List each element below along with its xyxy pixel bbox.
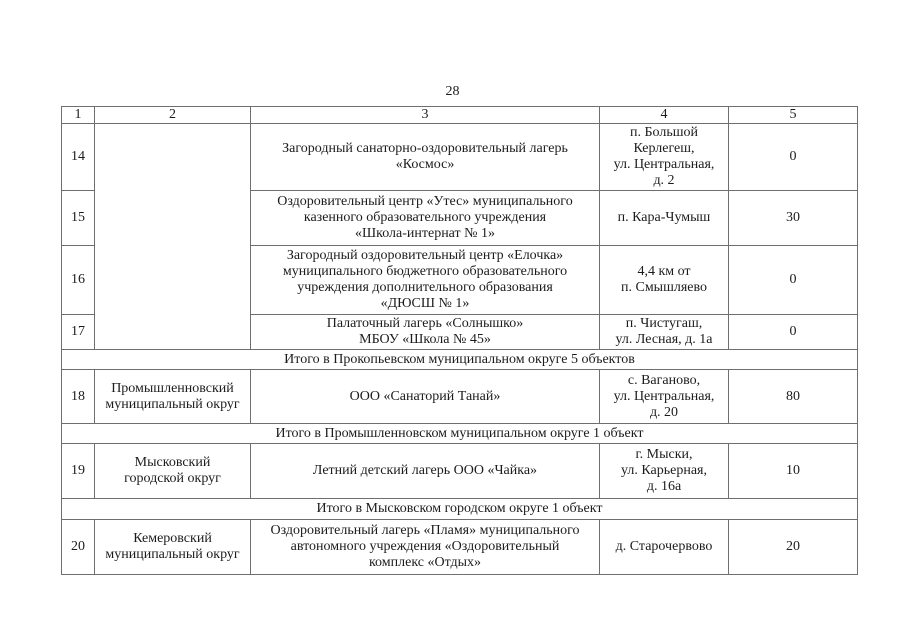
- address-cell: с. Ваганово, ул. Центральная, д. 20: [599, 369, 729, 424]
- summary-cell: Итого в Мысковском городском округе 1 об…: [61, 498, 858, 520]
- row-number-cell: 18: [61, 369, 95, 424]
- page-number: 28: [445, 84, 460, 99]
- column-header-2: 2: [94, 106, 251, 124]
- address-cell: г. Мыски, ул. Карьерная, д. 16а: [599, 443, 729, 499]
- row-number-cell: 16: [61, 245, 95, 315]
- municipality-cell: Мысковский городской округ: [94, 443, 251, 499]
- row-number-cell: 19: [61, 443, 95, 499]
- address-cell: 4,4 км от п. Смышляево: [599, 245, 729, 315]
- table-row-18: 18 Промышленновский муниципальный округ …: [61, 369, 858, 424]
- table-row-19: 19 Мысковский городской округ Летний дет…: [61, 443, 858, 499]
- summary-row-promyshlennovsk: Итого в Промышленновском муниципальном о…: [61, 423, 858, 444]
- table-row-17: 17 Палаточный лагерь «Солнышко» МБОУ «Шк…: [61, 314, 858, 350]
- row-number-cell: 14: [61, 123, 95, 191]
- camps-table: 1 2 3 4 5 14 Загородный санаторно-оздоро…: [61, 106, 858, 575]
- capacity-cell: 10: [728, 443, 858, 499]
- facility-name-cell: ООО «Санаторий Танай»: [250, 369, 600, 424]
- capacity-cell: 0: [728, 123, 858, 191]
- table-row-15: 15 Оздоровительный центр «Утес» муниципа…: [61, 190, 858, 246]
- column-header-3: 3: [250, 106, 600, 124]
- address-cell: п. Большой Керлегеш, ул. Центральная, д.…: [599, 123, 729, 191]
- table-row-20: 20 Кемеровский муниципальный округ Оздор…: [61, 519, 858, 575]
- municipality-cell: [94, 123, 251, 350]
- header-row: 1 2 3 4 5: [61, 106, 858, 124]
- capacity-cell: 30: [728, 190, 858, 246]
- table-row-14: 14 Загородный санаторно-оздоровительный …: [61, 123, 858, 350]
- row-number-cell: 15: [61, 190, 95, 246]
- municipality-cell: Промышленновский муниципальный округ: [94, 369, 251, 424]
- summary-cell: Итого в Промышленновском муниципальном о…: [61, 423, 858, 444]
- capacity-cell: 20: [728, 519, 858, 575]
- facility-name-cell: Палаточный лагерь «Солнышко» МБОУ «Школа…: [250, 314, 600, 350]
- column-header-5: 5: [728, 106, 858, 124]
- summary-cell: Итого в Прокопьевском муниципальном окру…: [61, 349, 858, 370]
- facility-name-cell: Оздоровительный лагерь «Пламя» муниципал…: [250, 519, 600, 575]
- column-header-4: 4: [599, 106, 729, 124]
- row-number-cell: 17: [61, 314, 95, 350]
- summary-row-myski: Итого в Мысковском городском округе 1 об…: [61, 498, 858, 520]
- row-number-cell: 20: [61, 519, 95, 575]
- municipality-cell: Кемеровский муниципальный округ: [94, 519, 251, 575]
- facility-name-cell: Летний детский лагерь ООО «Чайка»: [250, 443, 600, 499]
- capacity-cell: 80: [728, 369, 858, 424]
- facility-name-cell: Загородный оздоровительный центр «Елочка…: [250, 245, 600, 315]
- facility-name-cell: Оздоровительный центр «Утес» муниципальн…: [250, 190, 600, 246]
- column-header-1: 1: [61, 106, 95, 124]
- capacity-cell: 0: [728, 245, 858, 315]
- address-cell: п. Кара-Чумыш: [599, 190, 729, 246]
- address-cell: п. Чистугаш, ул. Лесная, д. 1а: [599, 314, 729, 350]
- address-cell: д. Старочервово: [599, 519, 729, 575]
- summary-row-prokopyevsk: Итого в Прокопьевском муниципальном окру…: [61, 349, 858, 370]
- capacity-cell: 0: [728, 314, 858, 350]
- facility-name-cell: Загородный санаторно-оздоровительный лаг…: [250, 123, 600, 191]
